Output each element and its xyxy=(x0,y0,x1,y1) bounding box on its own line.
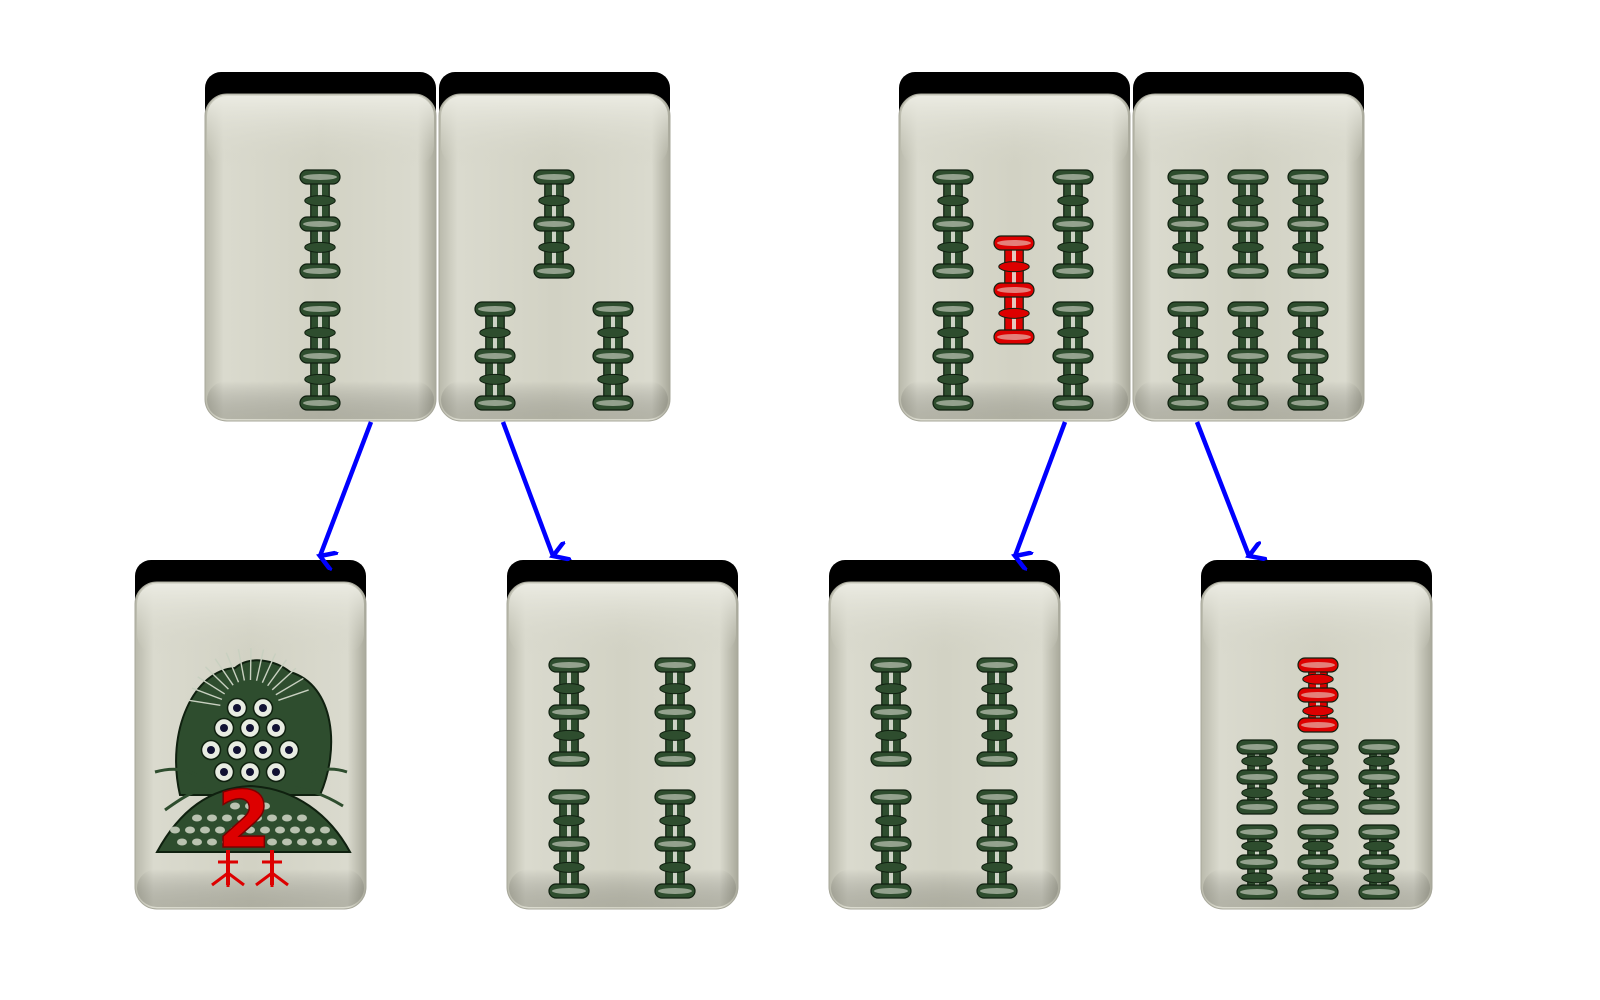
red-bamboo-stick xyxy=(1297,657,1339,733)
mahjong-tile-source-2-bamboo[interactable] xyxy=(204,72,437,422)
green-bamboo-stick xyxy=(1287,301,1329,411)
peacock-icon: 2 xyxy=(154,647,352,887)
green-bamboo-stick xyxy=(932,169,974,279)
tile-face-highlight xyxy=(901,96,1128,166)
green-bamboo-stick xyxy=(299,301,341,411)
tile-face-highlight xyxy=(137,584,364,654)
mahjong-tile-source-6-bamboo[interactable] xyxy=(1132,72,1365,422)
green-bamboo-stick xyxy=(474,301,516,411)
arrow-source-5-bamboo-to-result-4-bamboo-b xyxy=(1015,421,1068,556)
mahjong-tile-source-3-bamboo[interactable] xyxy=(438,72,671,422)
mahjong-tile-result-4-bamboo-b[interactable] xyxy=(828,560,1061,910)
green-bamboo-stick xyxy=(976,789,1018,899)
green-bamboo-stick xyxy=(1167,301,1209,411)
tile-face-highlight xyxy=(441,96,668,166)
green-bamboo-stick xyxy=(1052,169,1094,279)
mahjong-tile-result-1-bamboo[interactable]: 2 xyxy=(134,560,367,910)
green-bamboo-stick xyxy=(548,657,590,767)
mahjong-tile-source-5-bamboo[interactable] xyxy=(898,72,1131,422)
green-bamboo-stick xyxy=(870,657,912,767)
green-bamboo-stick xyxy=(1287,169,1329,279)
tiles-layer: 2 xyxy=(134,72,1433,910)
mahjong-tile-result-4-bamboo[interactable] xyxy=(506,560,739,910)
mahjong-tile-result-7-bamboo[interactable] xyxy=(1200,560,1433,910)
green-bamboo-stick xyxy=(1297,739,1339,815)
green-bamboo-stick xyxy=(1227,169,1269,279)
arrow-source-6-bamboo-to-result-7-bamboo xyxy=(1194,421,1249,556)
arrow-source-3-bamboo-to-result-4-bamboo xyxy=(500,421,553,556)
arrows-layer xyxy=(320,421,1249,556)
green-bamboo-stick xyxy=(654,657,696,767)
tile-face-highlight xyxy=(1135,96,1362,166)
green-bamboo-stick xyxy=(1297,824,1339,900)
green-bamboo-stick xyxy=(654,789,696,899)
tile-face-highlight xyxy=(831,584,1058,654)
green-bamboo-stick xyxy=(1358,824,1400,900)
tile-face-highlight xyxy=(509,584,736,654)
green-bamboo-stick xyxy=(1227,301,1269,411)
tile-face-shadow xyxy=(137,869,364,907)
tile-face-highlight xyxy=(207,96,434,166)
green-bamboo-stick xyxy=(1236,824,1278,900)
green-bamboo-stick xyxy=(548,789,590,899)
green-bamboo-stick xyxy=(1236,739,1278,815)
tile-numeral: 2 xyxy=(217,776,271,866)
green-bamboo-stick xyxy=(1167,169,1209,279)
tile-face-highlight xyxy=(1203,584,1430,654)
green-bamboo-stick xyxy=(870,789,912,899)
red-bamboo-stick xyxy=(993,235,1035,345)
green-bamboo-stick xyxy=(976,657,1018,767)
green-bamboo-stick xyxy=(592,301,634,411)
green-bamboo-stick xyxy=(1052,301,1094,411)
green-bamboo-stick xyxy=(299,169,341,279)
green-bamboo-stick xyxy=(932,301,974,411)
green-bamboo-stick xyxy=(1358,739,1400,815)
arrow-source-2-bamboo-to-result-1-bamboo xyxy=(320,421,374,556)
tile-face-shadow xyxy=(831,869,1058,907)
green-bamboo-stick xyxy=(533,169,575,279)
tile-face-shadow xyxy=(509,869,736,907)
